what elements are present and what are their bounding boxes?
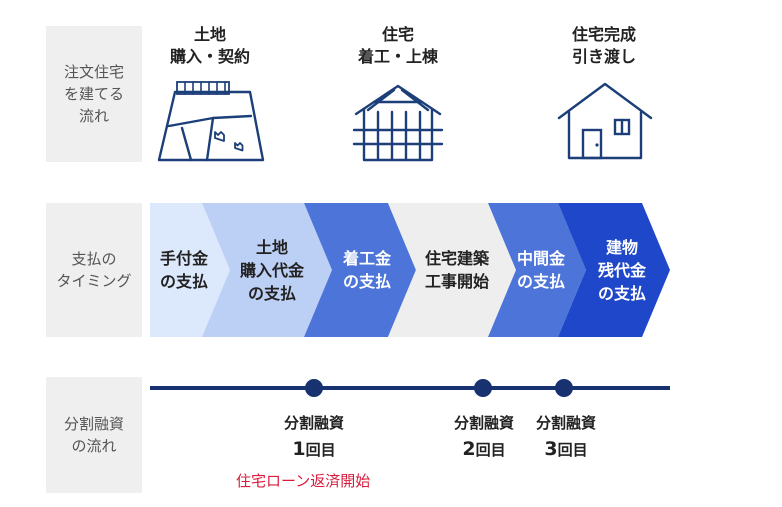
row-label-payment: 支払の タイミング	[46, 203, 142, 337]
row-label-flow: 注文住宅 を建てる 流れ	[46, 26, 142, 162]
loan-label-1: 分割融資 1回目	[264, 412, 364, 465]
loan-marker-2	[474, 379, 492, 397]
loan-unit: 回目	[557, 441, 588, 459]
payment-label-start: 着工金 の支払	[342, 249, 391, 291]
loan-marker-3	[555, 379, 573, 397]
chevron-start-payment	[304, 203, 416, 337]
stage-title-completion: 住宅完成 引き渡し	[571, 25, 636, 66]
repayment-start-note: 住宅ローン返済開始	[236, 472, 371, 490]
loan-title: 分割融資	[453, 414, 514, 432]
chevron-land-purchase	[202, 203, 332, 337]
payment-label-land: 土地 購入代金 の支払	[239, 237, 304, 303]
loan-label-3: 分割融資 3回目	[524, 412, 608, 465]
house-complete-icon	[557, 82, 653, 160]
loan-title: 分割融資	[283, 414, 344, 432]
land-plot-icon	[157, 81, 265, 162]
chevron-deposit	[150, 203, 230, 337]
loan-unit: 回目	[475, 441, 506, 459]
loan-count: 3	[544, 438, 558, 460]
stage-title-land: 土地 購入・契約	[169, 25, 250, 66]
chevron-construction-start	[388, 203, 516, 337]
payment-label-deposit: 手付金 の支払	[159, 249, 208, 291]
house-frame-icon	[352, 84, 444, 162]
payment-label-interim: 中間金 の支払	[516, 249, 565, 291]
loan-count: 1	[292, 438, 306, 460]
payment-chevron-bar	[150, 203, 670, 337]
chevron-interim-payment	[488, 203, 586, 337]
loan-timeline	[150, 379, 670, 397]
loan-unit: 回目	[305, 441, 336, 459]
chevron-final-payment	[558, 203, 670, 337]
loan-marker-1	[305, 379, 323, 397]
payment-label-construction: 住宅建築 工事開始	[424, 249, 489, 291]
payment-label-final: 建物 残代金 の支払	[597, 237, 646, 303]
stage-title-construction: 住宅 着工・上棟	[357, 25, 438, 66]
loan-title: 分割融資	[535, 414, 596, 432]
loan-count: 2	[462, 438, 476, 460]
row-label-loan: 分割融資 の流れ	[46, 377, 142, 493]
loan-label-2: 分割融資 2回目	[442, 412, 526, 465]
